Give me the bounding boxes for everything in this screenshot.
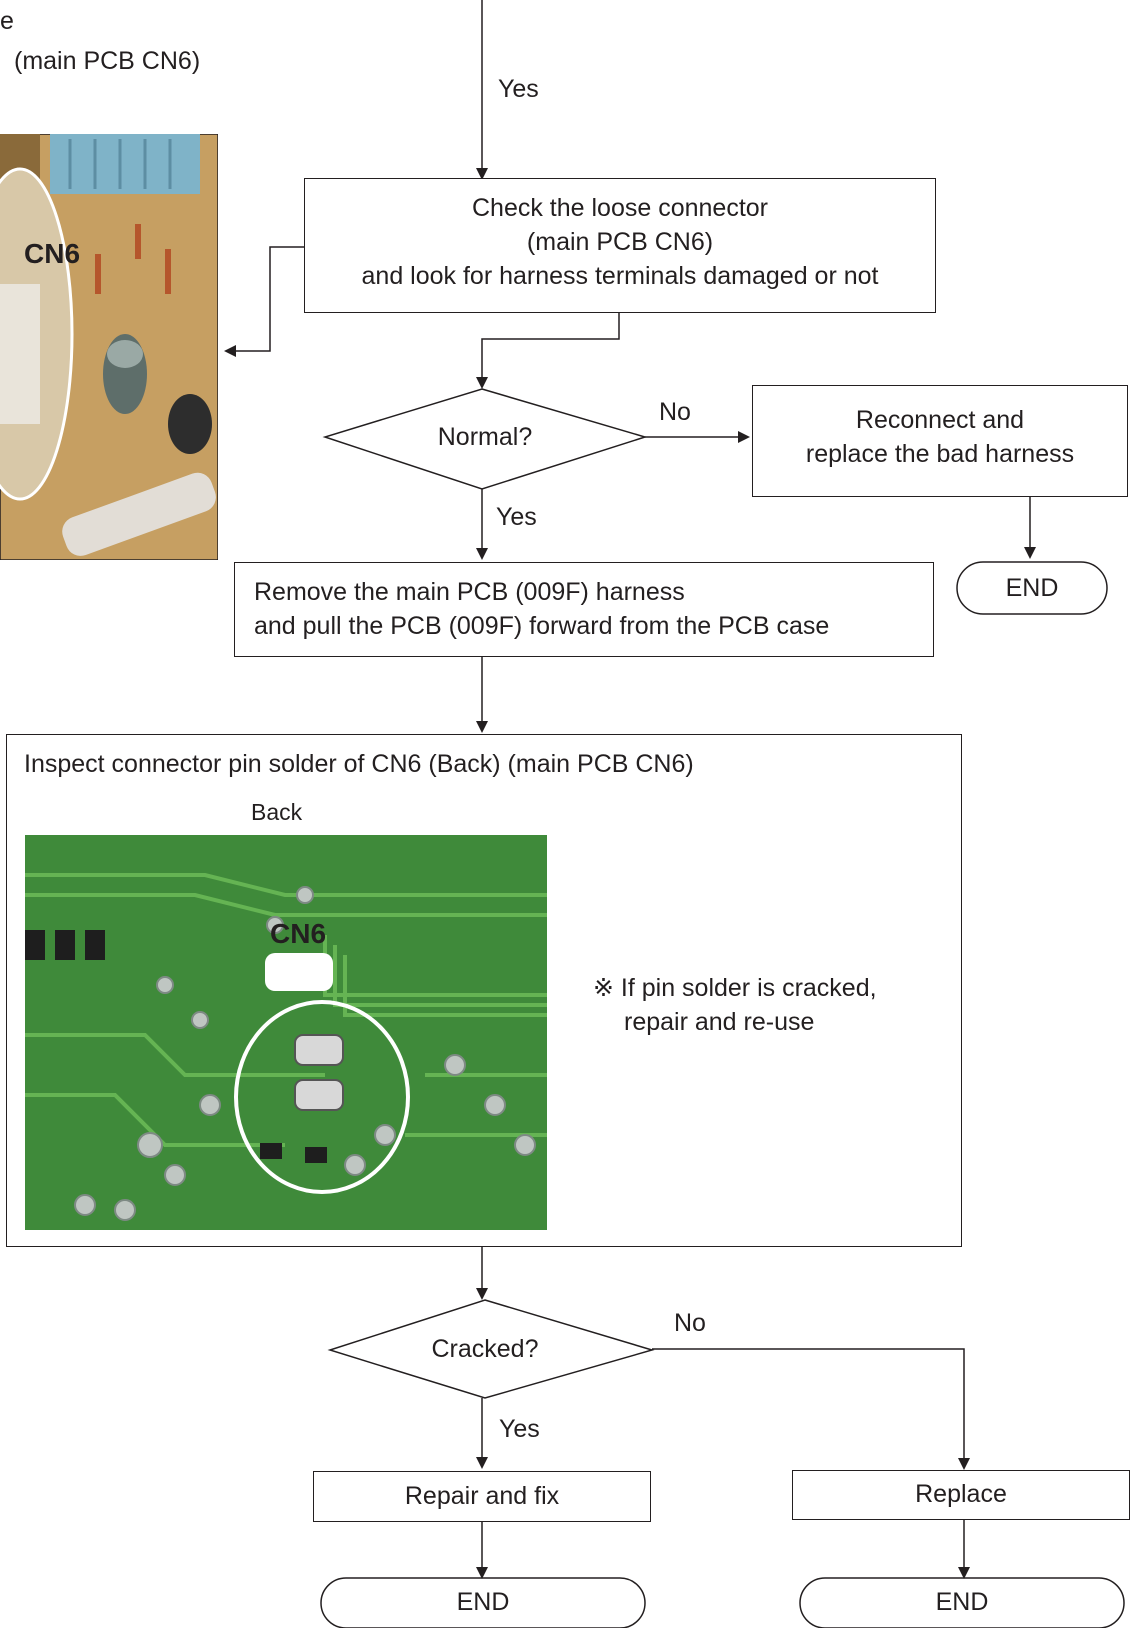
end-label-1: END [957,571,1107,605]
check-box-line1: Check the loose connector [305,191,935,225]
top-yes-label: Yes [498,72,539,106]
replace-box: Replace [792,1470,1130,1520]
reconnect-line1: Reconnect and [753,403,1127,437]
end-label-3: END [800,1585,1124,1619]
pcb-back-photo [25,835,547,1230]
check-connector-box: Check the loose connector (main PCB CN6)… [304,178,936,313]
inspect-title: Inspect connector pin solder of CN6 (Bac… [24,747,694,781]
cracked-decision-label: Cracked? [405,1332,565,1366]
normal-yes-label: Yes [496,500,537,534]
remove-line2: and pull the PCB (009F) forward from the… [254,609,829,643]
pcb-back-cn6-label: CN6 [270,918,326,950]
replace-label: Replace [793,1477,1129,1511]
cracked-no-label: No [674,1306,706,1340]
remove-pcb-box: Remove the main PCB (009F) harness and p… [234,562,934,657]
repair-fix-box: Repair and fix [313,1471,651,1522]
cracked-yes-label: Yes [499,1412,540,1446]
top-left-text-2: (main PCB CN6) [14,44,200,78]
pcb-front-photo [0,134,218,560]
pcb-front-cn6-label: CN6 [24,238,80,270]
top-left-text-1: e [0,4,14,38]
reconnect-line2: replace the bad harness [753,437,1127,471]
end-label-2: END [321,1585,645,1619]
arrow-cracked-no [652,1349,964,1468]
check-box-line2: (main PCB CN6) [305,225,935,259]
normal-decision-label: Normal? [405,420,565,454]
reconnect-box: Reconnect and replace the bad harness [752,385,1128,497]
repair-fix-label: Repair and fix [314,1479,650,1513]
check-box-line3: and look for harness terminals damaged o… [305,259,935,293]
arrow-check-to-photo [226,247,304,351]
arrow-check-to-normal [482,313,619,387]
normal-no-label: No [659,395,691,429]
remove-line1: Remove the main PCB (009F) harness [254,575,685,609]
inspect-back-label: Back [251,795,302,829]
inspect-note-line2: repair and re-use [624,1005,814,1039]
inspect-note-line1: ※ If pin solder is cracked, [593,971,877,1005]
